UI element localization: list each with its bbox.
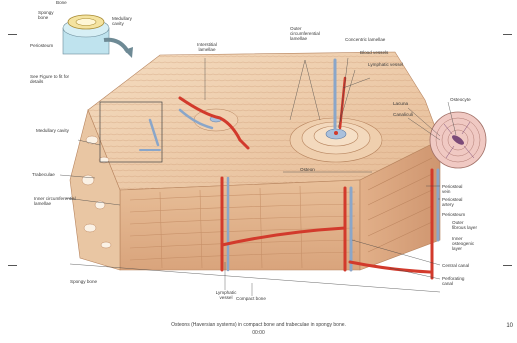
label-osteon: Osteon: [300, 167, 315, 172]
slide-dash-right: [503, 34, 512, 35]
label-central-canal: Central canal: [442, 263, 469, 268]
label-inset-periosteum: Periosteum: [30, 43, 53, 48]
label-outer-fibrous: Outer fibrous layer: [452, 220, 478, 230]
label-periosteum: Periosteum: [442, 212, 465, 217]
slide-dash-left: [8, 34, 17, 35]
label-trabeculae: Trabeculae: [32, 172, 55, 177]
slide-dash-bottom-left: [8, 265, 17, 266]
slide-dash-bottom-right: [503, 265, 512, 266]
label-compact-bone: Compact bone: [236, 296, 266, 301]
label-periosteal-vein: Periosteal vein: [442, 184, 472, 194]
label-inner-circumferential: Inner circumferential lamellae: [34, 196, 76, 206]
label-see-figure: See Figure to fit for details: [30, 74, 70, 84]
label-lymphatic-vessel-bottom: Lymphatic vessel: [214, 290, 238, 300]
label-inset-spongy: Spongy bone: [38, 10, 60, 20]
label-blood-vessels: Blood vessels: [360, 50, 388, 55]
label-lymphatic-vessel-top: Lymphatic vessel: [368, 62, 403, 67]
label-inset-bone: Bone: [56, 0, 67, 5]
label-inner-osteogenic: Inner osteogenic layer: [452, 236, 482, 252]
page-number: 10: [506, 323, 513, 329]
label-inset-medullary: Medullary cavity: [112, 16, 138, 26]
label-spongy-bone: Spongy bone: [70, 279, 97, 284]
label-outer-circumferential: Outer circumferential lamellae: [290, 26, 330, 42]
label-canaliculi: Canaliculi: [393, 112, 413, 117]
label-concentric: Concentric lamellae: [345, 37, 385, 42]
osteocyte-inset: [430, 112, 486, 168]
label-medullary-cavity: Medullary cavity: [36, 128, 69, 133]
figure-caption: Osteons (Haversian systems) in compact b…: [0, 322, 517, 328]
label-osteocyte: Osteocyte: [450, 97, 471, 102]
figure-caption-sub: 00:00: [0, 330, 517, 336]
label-lacuna: Lacuna: [393, 101, 408, 106]
label-interstitial: Interstitial lamellae: [190, 42, 224, 52]
label-periosteal-artery: Periosteal artery: [442, 197, 472, 207]
block-front-face: [120, 180, 360, 270]
label-perforating-canal: Perforating canal: [442, 276, 472, 286]
